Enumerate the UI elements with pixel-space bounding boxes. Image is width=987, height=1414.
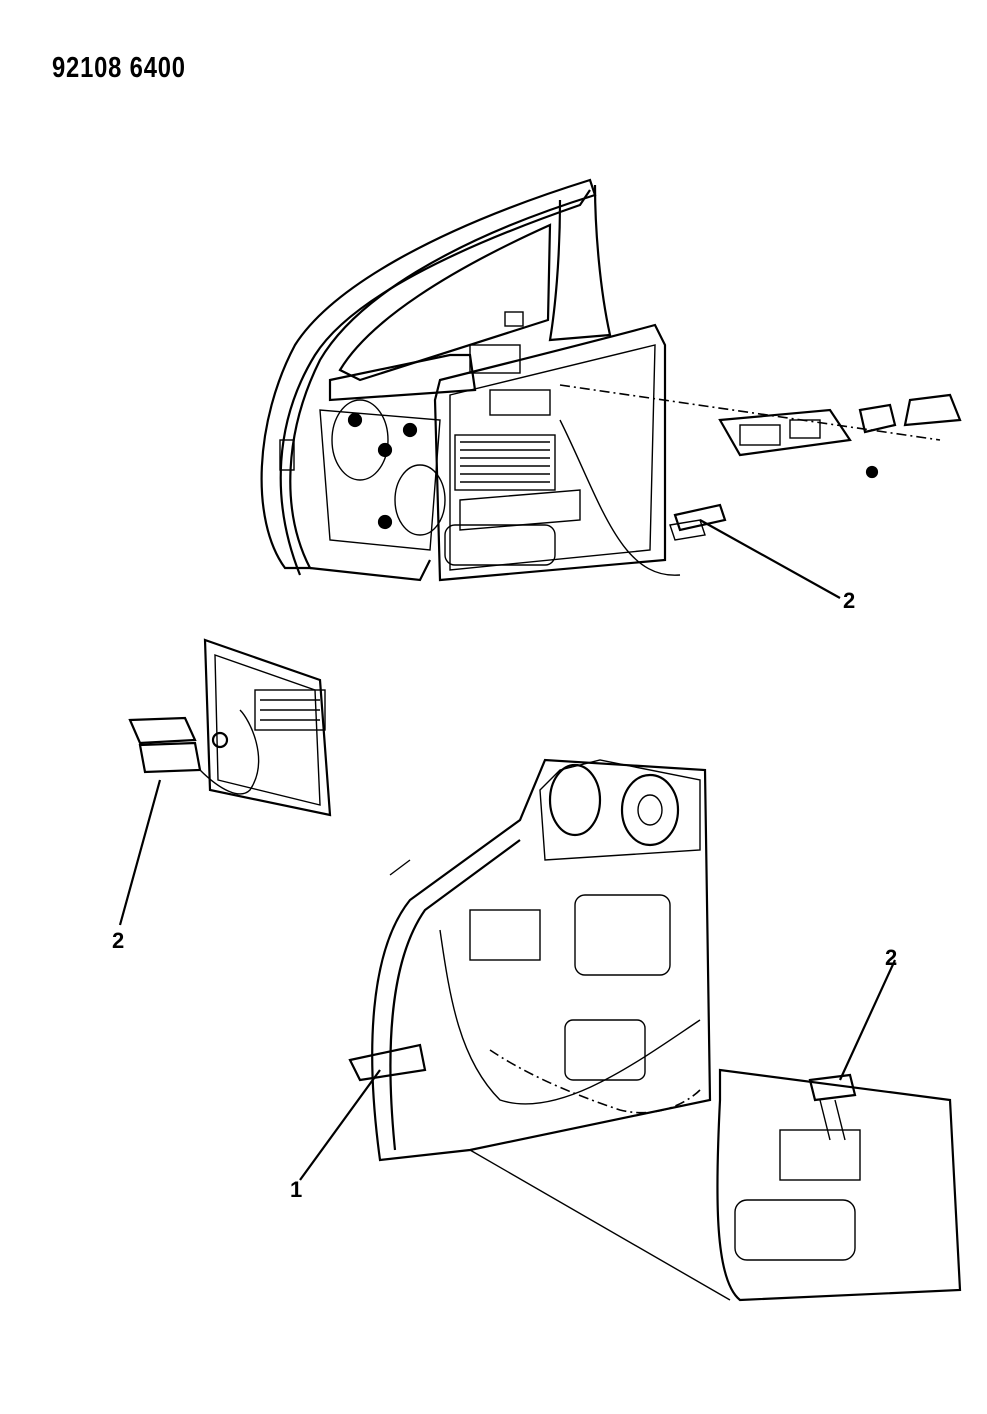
callout-top-switch: 2	[843, 588, 856, 613]
top-door-inner-panel	[319, 311, 524, 551]
bottom-door-frame	[299, 758, 712, 1181]
callout-right-switch: 2	[885, 945, 898, 970]
top-door-frame	[260, 178, 612, 582]
callout-left-switch: 2	[112, 928, 125, 953]
callout-harness: 1	[290, 1177, 303, 1202]
bottom-right-panel	[469, 959, 962, 1302]
left-trim-panel	[118, 638, 332, 926]
top-exploded-parts	[559, 384, 962, 599]
top-trim-panel	[433, 323, 681, 582]
document-number: 92108 6400	[52, 52, 186, 84]
